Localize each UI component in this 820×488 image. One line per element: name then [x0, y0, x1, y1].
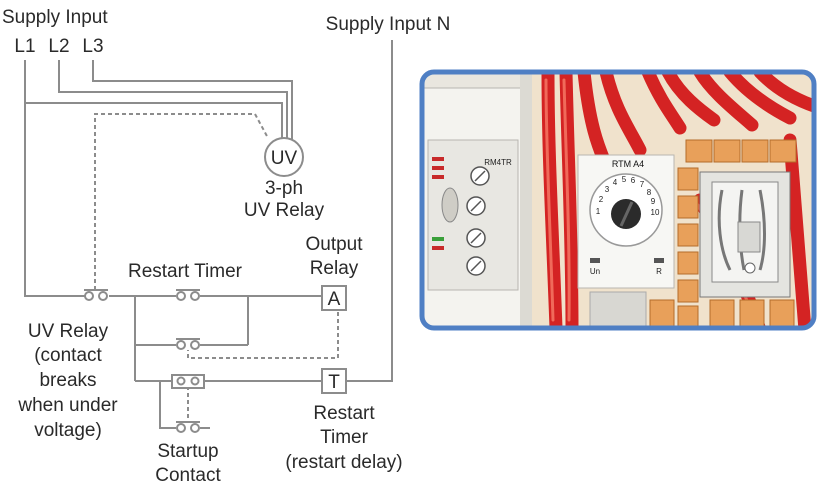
wire-l1: [24, 60, 283, 140]
wire-l2: [58, 60, 288, 140]
uv-relay-coil: UV: [264, 137, 304, 177]
svg-text:3: 3: [605, 185, 610, 194]
wire-l3: [92, 60, 293, 140]
svg-text:6: 6: [631, 176, 636, 185]
relay-photo: RM4TR RTM A4 1: [419, 69, 817, 331]
restart-timer-label-1: Restart: [313, 403, 375, 424]
svg-text:10: 10: [651, 208, 660, 217]
l2-label: L2: [48, 36, 69, 57]
startup-contact-symbol: [176, 421, 200, 433]
uv-contact-label-2: (contact: [34, 345, 102, 366]
svg-text:8: 8: [647, 188, 652, 197]
restart-timer-label-2: Timer: [320, 427, 369, 448]
timer-dial-numbers: 1 2 3 4 5 6 7 8 9 10: [596, 175, 660, 217]
output-relay-label-2: Relay: [310, 258, 359, 279]
output-relay-holding-contact: [176, 338, 200, 350]
linkage-uv-relay: [94, 113, 269, 290]
uv-contact-label-3: breaks: [39, 370, 96, 391]
photo-frame: [419, 69, 817, 331]
restart-timer-contact: [176, 289, 200, 301]
linkage-output-relay: [187, 312, 339, 359]
wire-l1-down: [24, 103, 85, 297]
rtm-a4-model-label: RTM A4: [612, 159, 644, 169]
output-relay-nc-contact: [171, 374, 205, 389]
restart-timer-top-label: Restart Timer: [128, 261, 243, 282]
l1-label: L1: [14, 36, 35, 57]
svg-text:5: 5: [622, 175, 627, 184]
startup-contact-label-2: Contact: [155, 465, 221, 486]
wire-startup-drop: [159, 381, 210, 429]
uv-relay-contact: [84, 289, 108, 301]
svg-text:A: A: [328, 289, 341, 310]
uv-contact-label-1: UV Relay: [28, 321, 109, 342]
restart-timer-coil: T: [321, 368, 347, 394]
rm4tr-leds: [432, 157, 444, 250]
wire-neutral: [346, 40, 393, 382]
startup-contact-label-1: Startup: [157, 441, 218, 462]
svg-text:7: 7: [640, 180, 645, 189]
timer-led-un-label: Un: [590, 267, 600, 276]
svg-text:4: 4: [613, 178, 618, 187]
schematic: A T UV Supply Input L1 L2 L3 Supply Inpu…: [2, 7, 450, 486]
uv-relay-label-2: UV Relay: [244, 200, 325, 221]
uv-contact-label-5: voltage): [34, 420, 102, 441]
supply-input-n-label: Supply Input N: [326, 14, 451, 35]
svg-text:UV: UV: [271, 148, 298, 169]
svg-text:9: 9: [651, 197, 656, 206]
output-relay-label-1: Output: [305, 234, 363, 255]
timer-led-r-label: R: [656, 267, 662, 276]
l3-label: L3: [82, 36, 103, 57]
svg-text:T: T: [328, 372, 340, 393]
restart-timer-label-3: (restart delay): [285, 452, 402, 473]
svg-text:1: 1: [596, 207, 601, 216]
uv-contact-label-4: when under: [17, 395, 118, 416]
output-relay-coil: A: [321, 285, 347, 311]
rm4tr-model-label: RM4TR: [484, 158, 512, 167]
supply-input-label: Supply Input: [2, 7, 108, 28]
svg-text:2: 2: [599, 195, 604, 204]
uv-relay-label-1: 3-ph: [265, 178, 303, 199]
